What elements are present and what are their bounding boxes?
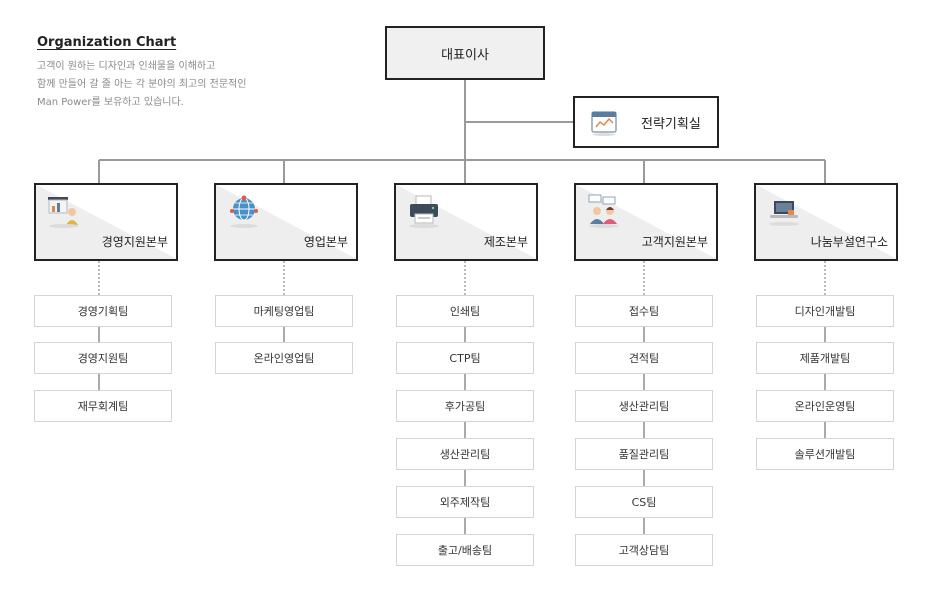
laptop-icon (769, 201, 799, 226)
team-box: 인쇄팀 (396, 295, 534, 327)
team-box: 제품개발팀 (756, 342, 894, 374)
division-box: 나눔부설연구소 (754, 183, 898, 261)
team-box: 고객상담팀 (575, 534, 713, 566)
team-box: 재무회계팀 (34, 390, 172, 422)
intro-line: 고객이 원하는 디자인과 인쇄물을 이해하고 (37, 61, 216, 72)
intro-line: Man Power를 보유하고 있습니다. (37, 97, 184, 108)
team-box: 솔루션개발팀 (756, 438, 894, 470)
ceo-box: 대표이사 (385, 26, 545, 80)
team-box: 외주제작팀 (396, 486, 534, 518)
team-box: 생산관리팀 (575, 390, 713, 422)
division-box: 영업본부 (214, 183, 358, 261)
team-box: 온라인영업팀 (215, 342, 353, 374)
support-staff-icon (588, 194, 619, 228)
intro-line: 함께 만들어 갈 줄 아는 각 분야의 최고의 전문적인 (37, 79, 247, 90)
team-box: 생산관리팀 (396, 438, 534, 470)
intro-description: 고객이 원하는 디자인과 인쇄물을 이해하고 함께 만들어 갈 줄 아는 각 분… (37, 58, 327, 112)
calendar-chart-icon (591, 111, 617, 136)
team-box: 접수팀 (575, 295, 713, 327)
division-label: 제조본부 (483, 235, 528, 249)
division-label: 나눔부설연구소 (810, 235, 888, 249)
ceo-label: 대표이사 (441, 47, 489, 63)
team-box: 출고/배송팀 (396, 534, 534, 566)
printer-icon (409, 195, 439, 228)
team-box: 견적팀 (575, 342, 713, 374)
strategy-office-box: 전략기획실 (573, 96, 719, 148)
team-box: 품질관리팀 (575, 438, 713, 470)
division-label: 경영지원본부 (101, 235, 168, 249)
team-box: 온라인운영팀 (756, 390, 894, 422)
division-label: 영업본부 (303, 235, 348, 249)
team-box: 디자인개발팀 (756, 295, 894, 327)
team-box: 경영지원팀 (34, 342, 172, 374)
strategy-office-label: 전략기획실 (641, 116, 701, 132)
team-box: 경영기획팀 (34, 295, 172, 327)
team-box: CS팀 (575, 486, 713, 518)
team-box: 후가공팀 (396, 390, 534, 422)
intro-title: Organization Chart (37, 35, 177, 50)
division-box: 경영지원본부 (34, 183, 178, 261)
division-box: 제조본부 (394, 183, 538, 261)
team-box: CTP팀 (396, 342, 534, 374)
division-label: 고객지원본부 (641, 235, 708, 249)
globe-pin-icon (230, 195, 258, 228)
division-box: 고객지원본부 (574, 183, 718, 261)
presentation-board-icon (48, 197, 79, 228)
team-box: 마케팅영업팀 (215, 295, 353, 327)
